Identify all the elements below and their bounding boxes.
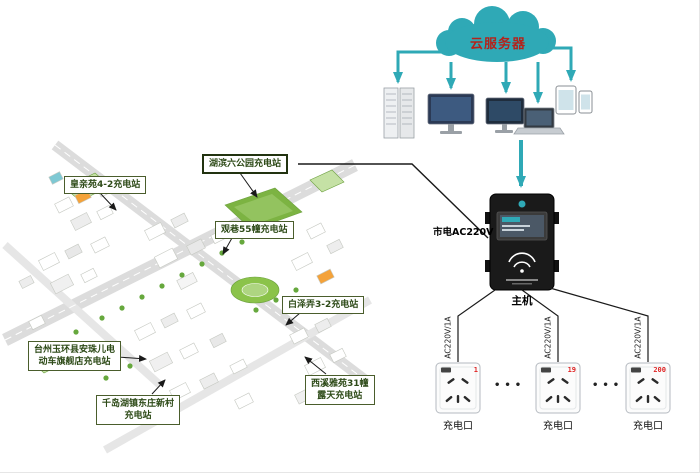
tablet-icon bbox=[555, 85, 577, 115]
socket-outlet-3 bbox=[625, 362, 671, 414]
callout-baizenong-station: 白泽弄3-2充电站 bbox=[282, 296, 365, 315]
host-device bbox=[485, 193, 559, 291]
callout-xixi-yayuan-station: 西溪雅苑31幢 露天充电站 bbox=[305, 375, 375, 406]
socket-outlet-2 bbox=[535, 362, 581, 414]
mains-power-line bbox=[298, 163, 489, 239]
callout-leader-lines bbox=[99, 172, 327, 395]
callout-hubin-park-station: 湖滨六公园充电站 bbox=[202, 154, 289, 175]
socket-display-1: 1 bbox=[473, 366, 478, 374]
host-logo-icon bbox=[518, 200, 526, 208]
port-distribution-lines bbox=[457, 287, 649, 362]
host-label: 主机 bbox=[511, 295, 533, 307]
cloud-connection-arrows bbox=[393, 46, 576, 104]
callout-guanxiang-station: 观巷55幢充电站 bbox=[215, 221, 294, 240]
server-rack-icon bbox=[383, 87, 415, 139]
mains-power-label: 市电AC220V bbox=[433, 227, 494, 238]
socket-display-3: 200 bbox=[653, 366, 666, 374]
port-line-label-3: AC220V/1A bbox=[633, 316, 643, 359]
port-line-label-1: AC220V/1A bbox=[443, 316, 453, 359]
cloud-icon bbox=[436, 6, 556, 62]
socket-display-2: 19 bbox=[567, 366, 576, 374]
callout-qiandaohu-station: 千岛湖镇东庄新村 充电站 bbox=[96, 395, 181, 426]
callout-taizhou-flagship-station: 台州玉环县安珠儿电 动车旗舰店充电站 bbox=[28, 341, 122, 372]
socket-outlet-1 bbox=[435, 362, 481, 414]
ellipsis-dots-2: ••• bbox=[592, 380, 624, 391]
callout-huangqinyuan-station: 皇亲苑4-2充电站 bbox=[64, 176, 147, 195]
monitor-icon bbox=[485, 97, 525, 133]
map-buildings bbox=[18, 171, 347, 410]
cloud-server-label: 云服务器 bbox=[469, 37, 526, 52]
laptop-icon bbox=[513, 107, 565, 135]
desktop-monitor-icon bbox=[427, 93, 475, 134]
phone-icon bbox=[578, 90, 593, 114]
charging-port-label-2: 充电口 bbox=[543, 421, 573, 432]
charging-port-label-1: 充电口 bbox=[443, 421, 473, 432]
wifi-icon bbox=[508, 252, 536, 268]
ellipsis-dots-1: ••• bbox=[494, 380, 526, 391]
port-line-label-2: AC220V/1A bbox=[543, 316, 553, 359]
charging-port-label-3: 充电口 bbox=[633, 421, 663, 432]
